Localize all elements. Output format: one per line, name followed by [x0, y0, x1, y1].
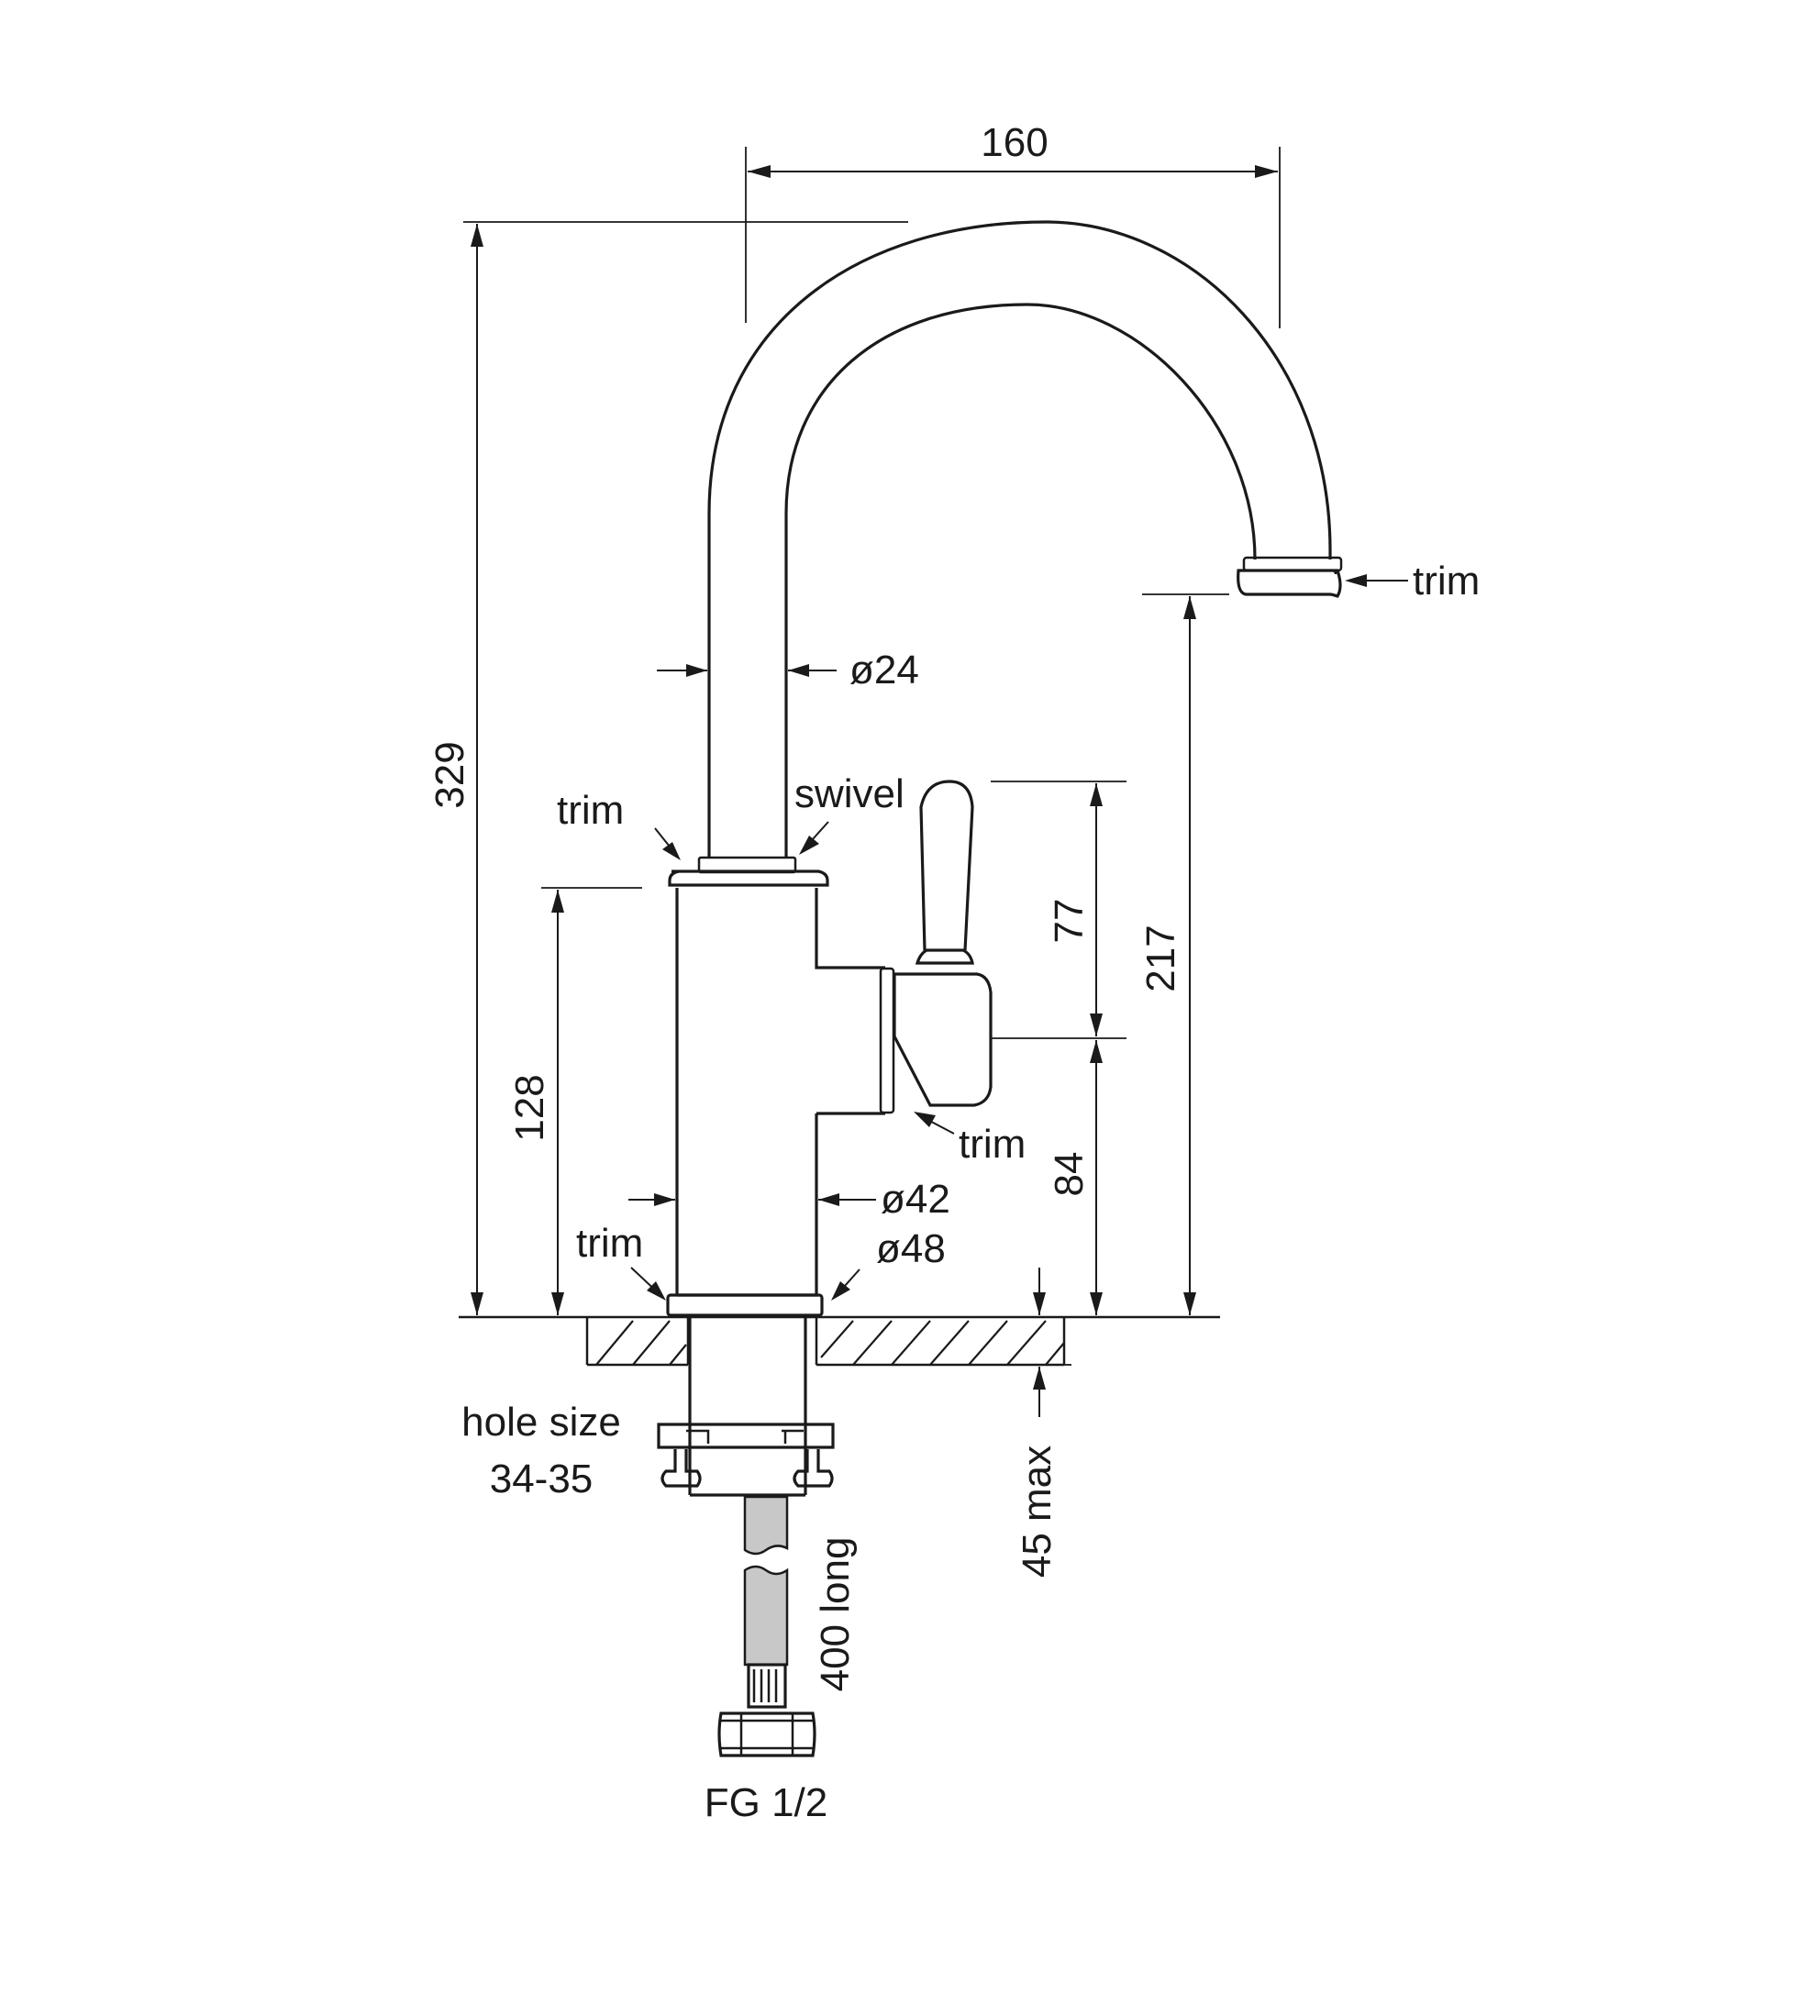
label-body-diameter: ø42 [881, 1177, 950, 1222]
flexible-hose-lower [743, 1565, 789, 1667]
label-base-diameter: ø48 [876, 1226, 946, 1271]
lever-cartridge [893, 972, 993, 1107]
swivel-collar [668, 870, 829, 887]
label-spout-reach: 160 [981, 120, 1048, 165]
label-hose-length: 400 long [813, 1537, 858, 1692]
label-spout-diameter: ø24 [849, 648, 919, 692]
label-connection: FG 1/2 [705, 1780, 828, 1825]
hose-ferrule [747, 1663, 787, 1709]
label-lever-base-height: 84 [1047, 1152, 1092, 1197]
label-hole-size-line2: 34-35 [490, 1457, 594, 1501]
base-trim [666, 1293, 824, 1317]
tap-body [675, 888, 885, 1297]
spout-outlet [1237, 569, 1342, 598]
label-lever-trim: trim [959, 1122, 1026, 1167]
flexible-hose-upper [743, 1495, 789, 1556]
bench-section [459, 1315, 1220, 1367]
spout-outer-curve [707, 220, 1332, 858]
lever-handle [915, 948, 974, 965]
bench-hatching-left [595, 1320, 687, 1366]
label-swivel: swivel [794, 771, 904, 816]
fixing-screw-right [793, 1449, 834, 1488]
outlet-trim-ring [1242, 556, 1343, 572]
bench-hatching-right [820, 1320, 1065, 1366]
spout-inner-curve [784, 303, 1257, 858]
label-swivel-trim: trim [557, 788, 624, 833]
label-max-bench-thickness: 45 max [1015, 1446, 1060, 1578]
label-hole-size-line1: hole size [461, 1400, 621, 1445]
lever-trim-ring [879, 967, 895, 1114]
label-outlet-trim: trim [1413, 559, 1480, 604]
dimension-labels: 160 329 128 77 84 217 45 max ø24 ø42 ø48… [427, 120, 1183, 1825]
label-lever-height: 77 [1047, 899, 1092, 944]
label-overall-height: 329 [427, 741, 472, 808]
dimension-lines [463, 147, 1281, 1417]
label-body-height: 128 [507, 1074, 552, 1141]
fixing-screw-left [660, 1449, 702, 1488]
callout-labels: trim trim swivel trim trim [557, 559, 1480, 1266]
hose-nut [717, 1711, 816, 1757]
label-outlet-height: 217 [1138, 925, 1183, 991]
tap-outline [657, 220, 1343, 1757]
backnut-bracket [657, 1423, 835, 1449]
mounting-shank [688, 1317, 807, 1497]
callout-leaders [630, 574, 1408, 1301]
label-base-trim: trim [576, 1221, 643, 1266]
